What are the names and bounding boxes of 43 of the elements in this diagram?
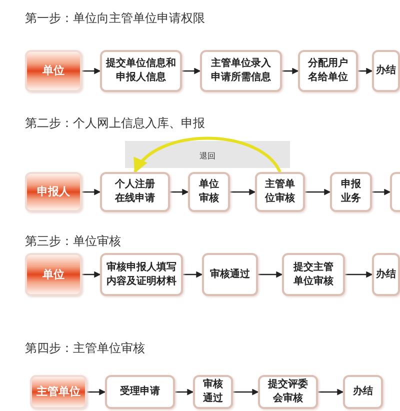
process-box: 审核通过 [202, 253, 258, 296]
arrow [282, 68, 299, 74]
arrow [175, 388, 194, 396]
process-box: 申报业务 [330, 172, 372, 212]
start-box: 单位 [25, 253, 82, 296]
arrow [82, 271, 101, 278]
arrow [372, 188, 391, 196]
step-heading: 第四步：主管单位审核 [25, 340, 145, 357]
arrow [230, 188, 256, 196]
process-box: 个人注册在线申请 [100, 172, 170, 212]
edge-label: 退回 [198, 150, 218, 162]
arrow [82, 188, 101, 196]
process-box: 办结 [372, 50, 400, 92]
arrow [82, 68, 101, 74]
process-box: 审核通过 [193, 375, 233, 409]
step-heading: 第三步：单位审核 [25, 233, 121, 250]
process-box: 办结 [343, 375, 383, 409]
return-arrow [134, 136, 282, 174]
arrow [258, 271, 283, 278]
process-box: 分配用户名给单位 [298, 50, 358, 92]
process-box: 主管单位录入申请所需信息 [200, 50, 282, 92]
arrow [87, 388, 106, 396]
process-box: 主管单位审核 [255, 172, 305, 212]
process-box: 审核申报人填写内容及证明材料 [100, 253, 183, 296]
process-box: 提交单位信息和申报人信息 [100, 50, 182, 92]
arrow [358, 68, 373, 74]
arrow [318, 388, 344, 396]
arrow [233, 388, 259, 396]
arrow [182, 68, 201, 74]
process-box: 提交主管单位审核 [282, 253, 345, 296]
arrow [170, 188, 189, 196]
step-heading: 第二步：个人网上信息入库、申报 [25, 115, 205, 132]
process-box: 单位审核 [188, 172, 230, 212]
arrow [183, 271, 203, 278]
process-box: 提交评委会审核 [258, 375, 318, 409]
process-box: 办结 [372, 253, 400, 296]
start-box: 主管单位 [30, 375, 87, 409]
start-box: 单位 [25, 50, 82, 92]
process-box: 受理申请 [105, 375, 175, 409]
arrow [305, 188, 331, 196]
arrow [345, 271, 373, 278]
start-box: 申报人 [25, 172, 82, 212]
step-heading: 第一步：单位向主管单位申请权限 [25, 10, 205, 27]
